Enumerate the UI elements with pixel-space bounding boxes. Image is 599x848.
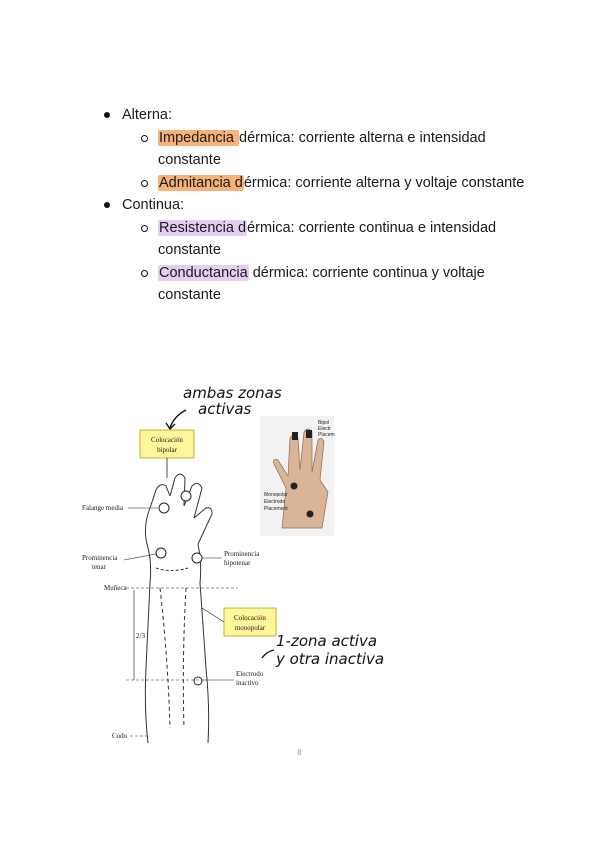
label-codo: Codo (112, 732, 128, 740)
sub-bullet: Conductancia dérmica: corriente continua… (104, 262, 534, 307)
label-electrodo: Electrodo (236, 670, 264, 678)
handwritten-arrow (261, 649, 275, 659)
photo-label: Electr (318, 426, 331, 432)
box-bipolar-label: Colocación (151, 436, 183, 444)
label-falange: Falange media (82, 504, 124, 512)
photo-label: Placem (318, 432, 335, 438)
highlight-term: Impedancia (158, 129, 239, 146)
notes-list: Alterna: Impedancia dérmica: corriente a… (104, 104, 534, 307)
photo-label: Bipol (318, 420, 329, 426)
sub-bullet-text: érmica: corriente alterna y voltaje cons… (243, 174, 525, 191)
bullet-label: Continua: (122, 197, 185, 213)
arm-diagram: ambas zonas activas Colocación bipolar F… (82, 384, 384, 744)
bullet-label: Alterna: (122, 107, 172, 123)
sub-bullet: Admitancia dérmica: corriente alterna y … (104, 172, 534, 195)
label-hipotenar: hipotenar (224, 559, 251, 567)
sub-bullet-text: dérmica: corriente alterna e intensidad … (158, 129, 486, 169)
handwritten-note-top: ambas zonas (183, 384, 282, 402)
handwritten-arrow (169, 409, 187, 429)
electrode-markers (155, 490, 203, 686)
arm-outline (144, 473, 213, 744)
sub-bullet-text: dérmica: corriente continua y voltaje co… (158, 264, 485, 304)
page-number: 8 (297, 748, 302, 757)
bullet-alterna: Alterna: (104, 104, 534, 127)
label-muneca: Muñeca (104, 584, 127, 592)
label-hipotenar: Prominencia (224, 550, 260, 558)
label-fraction: 2/3 (136, 632, 145, 640)
label-tenar: tenar (92, 563, 107, 571)
hand-photo: Bipol Electr Placem Monopolar Electrode … (260, 416, 335, 536)
sub-bullet: Resistencia dérmica: corriente continua … (104, 217, 534, 262)
photo-label: Placement (264, 506, 288, 512)
handwritten-note-right: 1-zona activa (276, 632, 377, 650)
handwritten-note-right: y otra inactiva (275, 650, 384, 668)
box-monopolar-label: Colocación (234, 614, 266, 622)
sub-bullet-text: érmica: corriente continua e intensidad … (158, 219, 497, 259)
bullet-continua: Continua: (104, 194, 534, 217)
arrow-head (165, 422, 176, 431)
photo-label: Monopolar (264, 492, 288, 498)
highlight-term: Admitancia d (158, 174, 244, 191)
photo-label: Electrode (264, 499, 285, 505)
handwritten-note-top: activas (198, 400, 252, 418)
highlight-term: Conductancia (158, 264, 249, 281)
electrode-figure: ambas zonas activas Colocación bipolar F… (78, 368, 398, 748)
sub-bullet: Impedancia dérmica: corriente alterna e … (104, 127, 534, 172)
label-electrodo: inactivo (236, 679, 259, 687)
highlight-term: Resistencia d (158, 219, 248, 236)
box-monopolar (223, 607, 277, 637)
label-tenar: Prominencia (82, 554, 118, 562)
box-monopolar-label: monopolar (235, 624, 266, 632)
box-bipolar (139, 429, 195, 459)
box-bipolar-label: bipolar (157, 446, 177, 454)
